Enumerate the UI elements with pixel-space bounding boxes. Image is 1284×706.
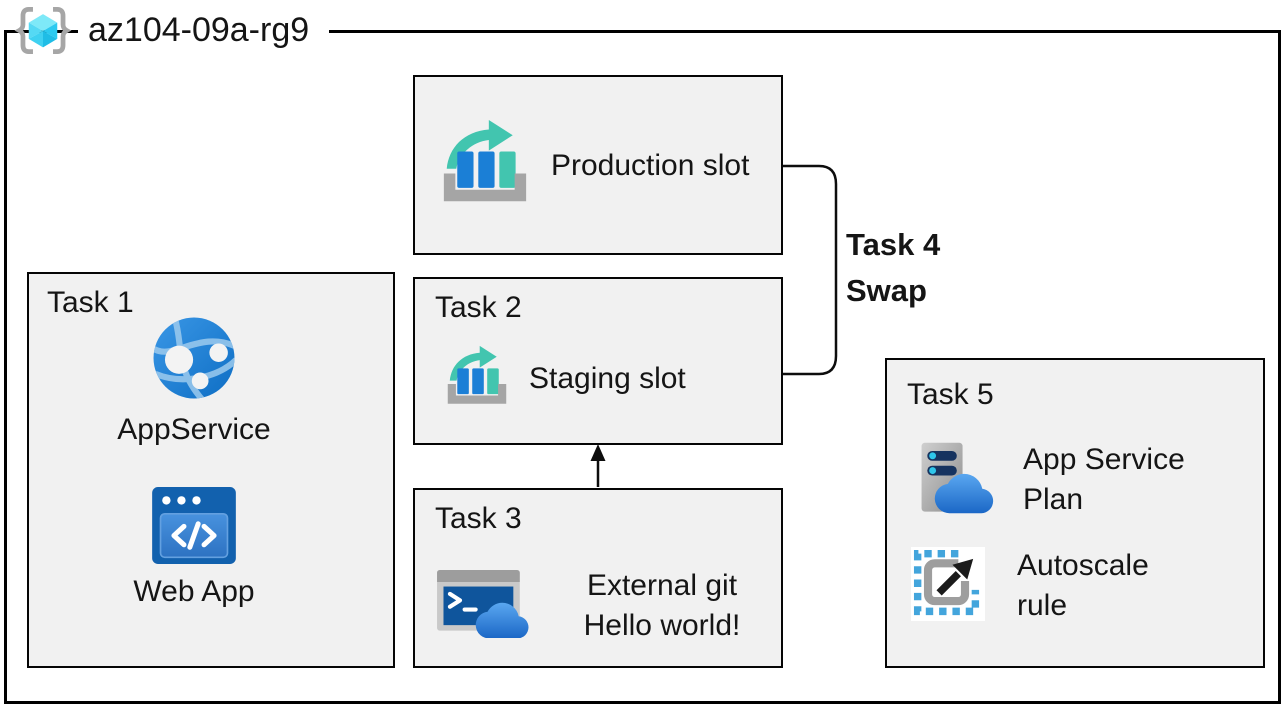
autoscale-rule-label: Autoscale rule: [1017, 549, 1149, 622]
deployment-slots-icon: [443, 345, 511, 413]
cloud-shell-icon: [437, 570, 529, 643]
production-slot-label: Production slot: [551, 148, 750, 182]
autoscale-rule-icon: [911, 547, 985, 626]
production-slot-box: Production slot: [413, 75, 783, 255]
task2-box: Task 2 Staging slot: [413, 277, 783, 445]
task1-box: Task 1 AppService Web App: [27, 272, 395, 668]
app-service-plan-item: App Service Plan: [915, 440, 1185, 520]
autoscale-rule-item: Autoscale rule: [911, 546, 1149, 626]
app-service-plan-label: App Service Plan: [1023, 443, 1185, 516]
task2-title: Task 2: [435, 291, 522, 324]
app-service-icon: [150, 314, 238, 407]
task3-box: Task 3 External git Hello world!: [413, 488, 783, 668]
resource-group-icon: [14, 5, 72, 56]
resource-group-frame: [4, 30, 1281, 704]
staging-slot-label: Staging slot: [529, 362, 686, 395]
web-app-icon: [152, 487, 236, 569]
task5-box: Task 5 App Service Plan Autoscale rule: [885, 358, 1265, 668]
web-app-label: Web App: [133, 575, 255, 608]
external-git-label: External git Hello world!: [583, 569, 741, 642]
resource-group-name: az104-09a-rg9: [78, 4, 330, 56]
task4-swap-label: Task 4 Swap: [846, 222, 940, 314]
app-service-label: AppService: [117, 413, 271, 446]
resource-group-header: az104-09a-rg9: [14, 4, 330, 56]
task1-title: Task 1: [47, 286, 134, 319]
task3-title: Task 3: [435, 502, 522, 535]
deployment-slots-icon: [437, 119, 533, 212]
app-service-plan-icon: [915, 441, 997, 520]
swap-action-label: Swap: [846, 273, 927, 308]
task4-title: Task 4: [846, 227, 941, 262]
task5-title: Task 5: [907, 378, 994, 411]
